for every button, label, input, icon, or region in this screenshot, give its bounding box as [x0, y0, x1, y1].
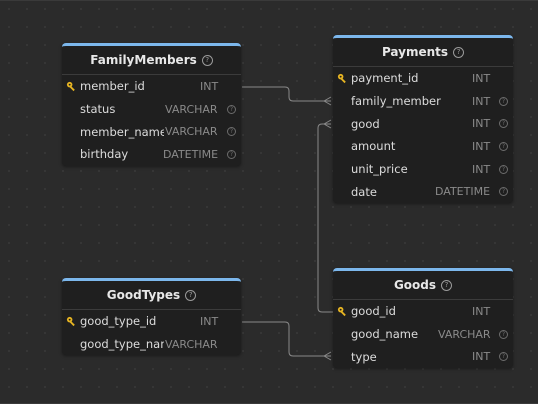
- column-name: date: [351, 184, 377, 199]
- column-type: DATETIME: [163, 147, 219, 161]
- column-row[interactable]: member_id INT: [62, 75, 241, 98]
- column-type: INT: [472, 350, 491, 364]
- primary-key-icon: [333, 73, 351, 84]
- primary-key-icon: [62, 316, 80, 327]
- column-row[interactable]: date DATETIME ?: [333, 180, 513, 203]
- column-type: INT: [472, 304, 491, 318]
- column-name: good: [351, 116, 380, 131]
- column-note-icon[interactable]: ?: [227, 127, 236, 137]
- column-type: INT: [472, 117, 491, 131]
- column-name: unit_price: [351, 162, 408, 177]
- column-note-icon[interactable]: ?: [499, 164, 508, 174]
- relation-goodtype-to-goods[interactable]: [242, 321, 331, 357]
- table-family-members[interactable]: FamilyMembers ? member_id INT status VAR…: [62, 43, 241, 166]
- column-type: VARCHAR: [165, 102, 218, 116]
- column-note-icon[interactable]: ?: [227, 104, 236, 114]
- table-header[interactable]: FamilyMembers ?: [62, 46, 241, 75]
- column-name: family_member: [351, 94, 441, 109]
- column-name: type: [351, 349, 377, 364]
- column-note-icon[interactable]: ?: [499, 329, 508, 339]
- column-name: member_id: [80, 79, 145, 94]
- column-name: member_name: [80, 124, 164, 139]
- column-note-icon[interactable]: ?: [499, 352, 508, 362]
- table-title: FamilyMembers: [90, 53, 197, 67]
- column-row[interactable]: good_type_name VARCHAR: [62, 333, 241, 356]
- relation-good-to-payment[interactable]: [317, 123, 333, 313]
- column-name: birthday: [80, 147, 129, 162]
- column-row[interactable]: good INT ?: [333, 112, 513, 135]
- table-title: Goods: [393, 278, 437, 292]
- primary-key-icon: [333, 306, 351, 317]
- column-note-icon[interactable]: ?: [499, 96, 508, 106]
- table-title: Payments: [381, 45, 449, 59]
- column-type: INT: [472, 162, 491, 176]
- column-name: amount: [351, 139, 396, 154]
- column-note-icon[interactable]: ?: [499, 141, 508, 151]
- info-icon[interactable]: ?: [185, 289, 197, 301]
- column-name: good_type_id: [80, 314, 157, 329]
- column-type: INT: [200, 79, 219, 93]
- column-row[interactable]: family_member INT ?: [333, 90, 513, 113]
- column-row[interactable]: unit_price INT ?: [333, 158, 513, 181]
- crowfoot-marker: [323, 351, 332, 361]
- column-type: INT: [472, 139, 491, 153]
- info-icon[interactable]: ?: [453, 46, 465, 58]
- column-note-icon[interactable]: ?: [499, 119, 508, 129]
- column-type: INT: [200, 314, 219, 328]
- column-row[interactable]: payment_id INT: [333, 67, 513, 90]
- column-name: status: [80, 102, 116, 117]
- column-row[interactable]: amount INT ?: [333, 135, 513, 158]
- info-icon[interactable]: ?: [201, 54, 213, 66]
- column-row[interactable]: good_id INT: [333, 300, 513, 323]
- table-header[interactable]: Goods ?: [333, 271, 513, 300]
- table-good-types[interactable]: GoodTypes ? good_type_id INT good_type_n…: [62, 278, 241, 356]
- column-note-icon[interactable]: ?: [499, 187, 508, 197]
- crowfoot-marker: [323, 96, 332, 106]
- column-type: VARCHAR: [165, 337, 218, 351]
- column-type: DATETIME: [435, 185, 491, 199]
- column-name: payment_id: [351, 71, 419, 86]
- table-payments[interactable]: Payments ? payment_id INT family_member …: [333, 35, 513, 204]
- crowfoot-marker: [323, 119, 332, 129]
- column-row[interactable]: good_type_id INT: [62, 310, 241, 333]
- relation-member-to-payment[interactable]: [242, 86, 331, 102]
- column-type: INT: [472, 71, 491, 85]
- table-header[interactable]: Payments ?: [333, 38, 513, 67]
- table-header[interactable]: GoodTypes ?: [62, 281, 241, 310]
- column-row[interactable]: birthday DATETIME ?: [62, 143, 241, 166]
- column-name: good_name: [351, 327, 419, 342]
- canvas-top-edge: [0, 0, 538, 1]
- column-row[interactable]: status VARCHAR ?: [62, 98, 241, 121]
- column-note-icon[interactable]: ?: [227, 149, 236, 159]
- info-icon[interactable]: ?: [441, 279, 453, 291]
- column-row[interactable]: member_name VARCHAR ?: [62, 120, 241, 143]
- column-type: INT: [472, 94, 491, 108]
- primary-key-icon: [62, 81, 80, 92]
- column-name: good_id: [351, 304, 396, 319]
- column-type: VARCHAR: [438, 327, 491, 341]
- column-type: VARCHAR: [165, 125, 218, 139]
- column-name: good_type_name: [80, 337, 164, 352]
- column-row[interactable]: type INT ?: [333, 345, 513, 368]
- table-goods[interactable]: Goods ? good_id INT good_name VARCHAR ? …: [333, 268, 513, 369]
- column-row[interactable]: good_name VARCHAR ?: [333, 323, 513, 346]
- table-title: GoodTypes: [106, 288, 181, 302]
